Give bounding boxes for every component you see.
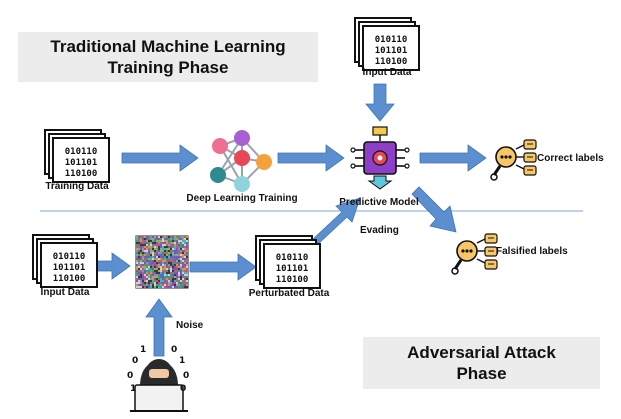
correct-labels-label: Correct labels	[537, 153, 604, 164]
svg-text:0: 0	[132, 356, 138, 366]
hacker-icon: 0 1 0 1 0 1 0 0	[127, 345, 189, 412]
evading-label: Evading	[360, 225, 399, 236]
input-data-bottom-icon: 010110 101101 110100	[32, 234, 98, 288]
binary-row: 010110	[65, 147, 98, 157]
cpu-chip-icon	[350, 126, 410, 190]
binary-row: 010110	[276, 253, 309, 263]
svg-text:1: 1	[179, 356, 185, 366]
input-data-bottom-label: Input Data	[40, 287, 90, 298]
binary-row: 110100	[65, 169, 98, 179]
arrow-model-to-correct	[419, 144, 487, 172]
arrow-network-to-model	[277, 144, 345, 172]
arrow-evading	[311, 197, 361, 246]
falsified-labels-label: Falsified labels	[496, 246, 568, 257]
adversarial-phase-title: Adversarial Attack Phase	[363, 337, 600, 389]
arrow-hacker-to-noise	[145, 298, 173, 357]
predictive-model-label: Predictive Model	[339, 197, 419, 208]
binary-row: 101101	[276, 264, 309, 274]
input-data-top-icon: 010110 101101 110100	[354, 17, 420, 71]
adversarial-title-line1: Adversarial Attack	[407, 342, 556, 362]
arrow-noise-to-perturbated	[189, 253, 257, 281]
binary-row: 110100	[375, 57, 408, 67]
traditional-title-line2: Training Phase	[107, 58, 229, 77]
falsified-labels-icon	[450, 232, 499, 276]
arrow-input-to-noise	[95, 252, 131, 280]
svg-text:1: 1	[140, 345, 146, 355]
adversarial-title-line2: Phase	[456, 364, 507, 383]
input-data-top-label: Input Data	[362, 67, 412, 78]
neural-network-icon	[210, 130, 272, 192]
training-data-label: Training Data	[45, 181, 109, 192]
arrow-model-to-falsified	[411, 186, 457, 233]
binary-row: 101101	[375, 46, 408, 56]
traditional-phase-title: Traditional Machine Learning Training Ph…	[18, 32, 318, 82]
binary-row: 110100	[276, 275, 309, 285]
binary-row: 010110	[375, 35, 408, 45]
correct-labels-icon	[489, 138, 538, 182]
svg-text:1: 1	[130, 384, 136, 394]
noise-label: Noise	[176, 320, 204, 331]
noise-image-icon	[135, 235, 189, 289]
binary-row: 101101	[65, 158, 98, 168]
binary-row: 101101	[53, 263, 86, 273]
perturbated-data-label: Perturbated Data	[248, 288, 330, 299]
svg-text:0: 0	[180, 384, 186, 394]
svg-text:0: 0	[171, 345, 177, 355]
binary-row: 010110	[53, 252, 86, 262]
deep-learning-training-label: Deep Learning Training	[186, 193, 298, 204]
perturbated-data-icon: 010110 101101 110100	[255, 235, 321, 289]
svg-text:0: 0	[127, 371, 133, 381]
traditional-title-line1: Traditional Machine Learning	[50, 36, 286, 56]
arrow-training-to-network	[121, 144, 199, 172]
training-data-icon: 010110 101101 110100	[44, 129, 110, 183]
binary-row: 110100	[53, 274, 86, 284]
svg-text:0: 0	[183, 371, 189, 381]
arrow-input-to-model	[365, 83, 395, 122]
